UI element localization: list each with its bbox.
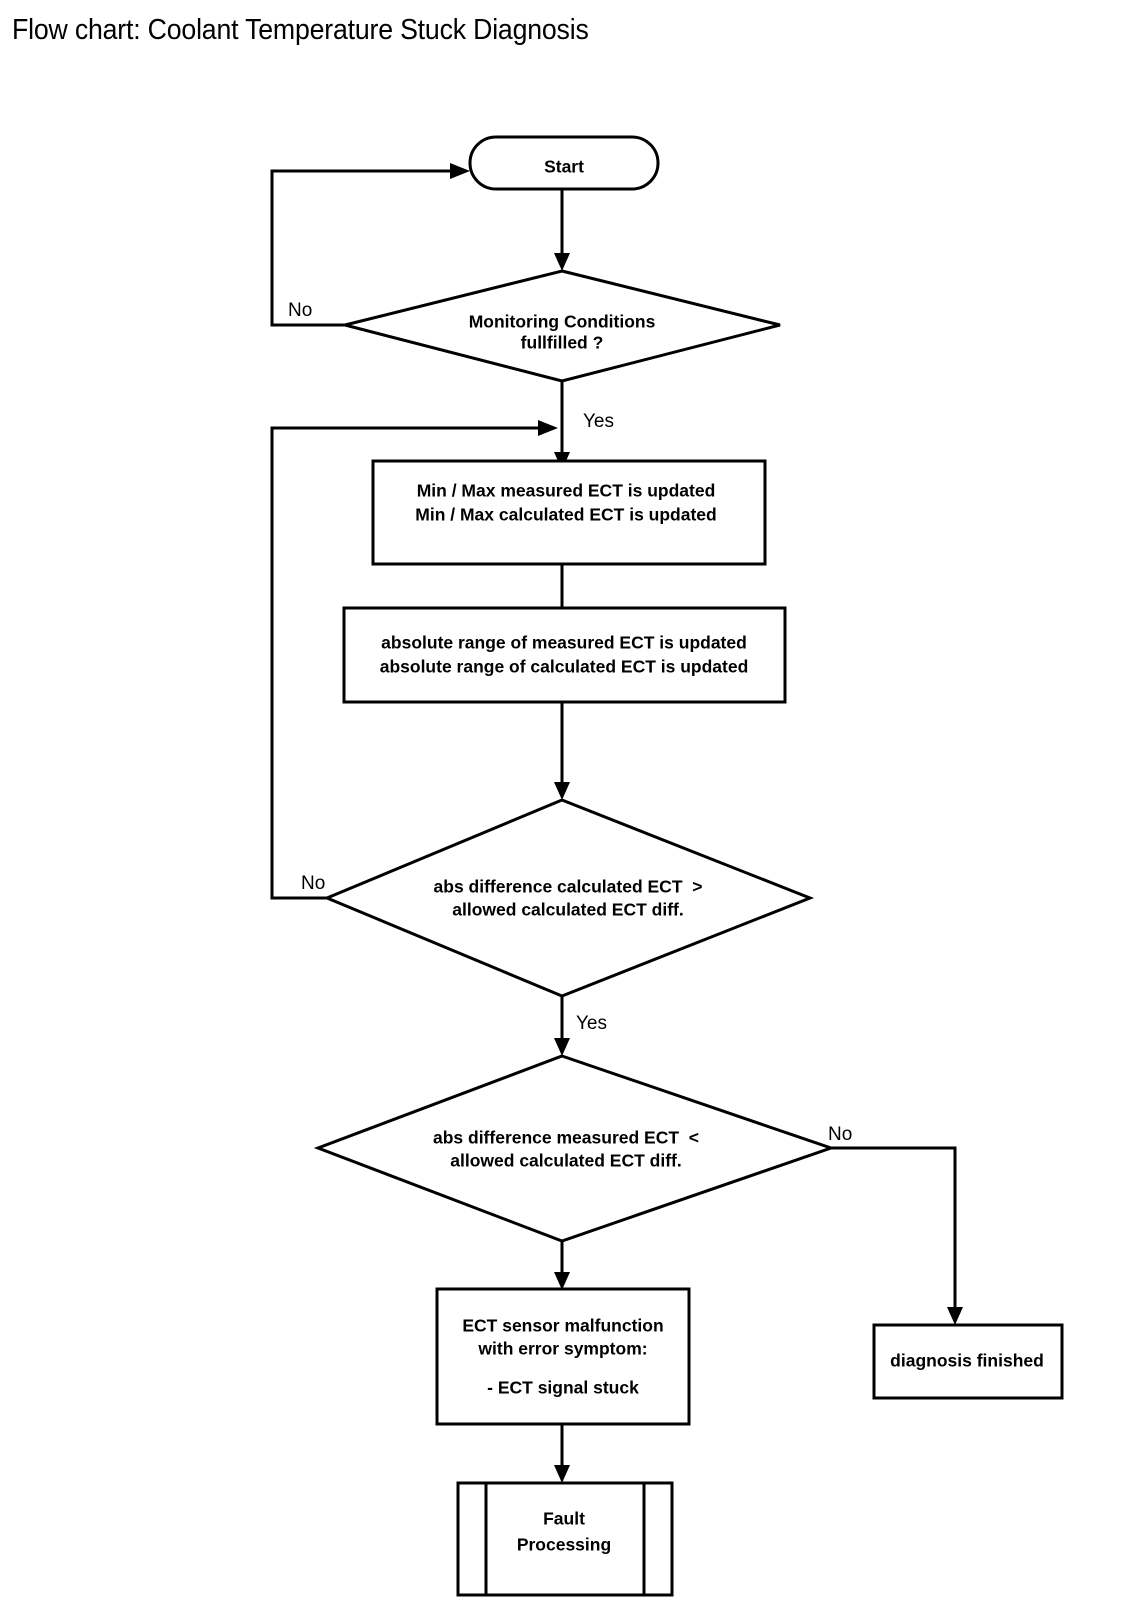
edge-malfunction-to-faultproc	[554, 1424, 570, 1483]
edge-measdiff-no-to-finished	[831, 1146, 963, 1325]
node-absrange-process[interactable]: absolute range of measured ECT is update…	[342, 606, 787, 704]
edge-start-to-monitoring	[554, 189, 570, 271]
node-malfunction-line3: - ECT signal stuck	[487, 1378, 639, 1398]
edge-label-yes-monitoring: Yes	[583, 411, 614, 432]
node-finished-label: diagnosis finished	[890, 1351, 1044, 1371]
node-measdiff-line1: abs difference measured ECT <	[433, 1128, 699, 1148]
node-finished-process[interactable]: diagnosis finished	[872, 1323, 1064, 1400]
node-minmax-line2: Min / Max calculated ECT is updated	[415, 505, 716, 525]
edge-monitoring-no-to-start	[270, 163, 470, 327]
edge-label-yes-calcdiff: Yes	[576, 1013, 607, 1034]
node-calcdiff-line2: allowed calculated ECT diff.	[452, 900, 683, 920]
node-minmax-line1: Min / Max measured ECT is updated	[417, 481, 716, 501]
node-measdiff-line2: allowed calculated ECT diff.	[450, 1151, 681, 1171]
node-start[interactable]: Start	[468, 135, 660, 191]
node-malfunction-line2: with error symptom:	[477, 1339, 647, 1359]
node-start-label: Start	[544, 157, 584, 177]
node-measdiff-decision[interactable]: abs difference measured ECT < allowed ca…	[313, 1054, 836, 1243]
page-title: Flow chart: Coolant Temperature Stuck Di…	[12, 14, 589, 46]
edge-measdiff-to-malfunction	[554, 1241, 570, 1290]
edge-absrange-to-calcdiff	[554, 702, 570, 800]
node-faultproc-predefined-process[interactable]: Fault Processing	[456, 1481, 674, 1597]
edge-monitoring-yes-to-minmax	[554, 381, 570, 470]
edge-label-no-calcdiff: No	[301, 873, 325, 894]
edge-calcdiff-no-to-minmax	[270, 420, 558, 900]
edge-label-no-measdiff: No	[828, 1124, 852, 1145]
node-monitoring-line1: Monitoring Conditions	[469, 312, 656, 332]
node-monitoring-line2: fullfilled ?	[521, 333, 604, 353]
node-malfunction-line1: ECT sensor malfunction	[462, 1316, 663, 1336]
edge-calcdiff-yes-to-measdiff	[554, 996, 570, 1056]
edge-label-no-monitoring: No	[288, 300, 312, 321]
node-absrange-line1: absolute range of measured ECT is update…	[381, 633, 747, 653]
node-minmax-process[interactable]: Min / Max measured ECT is updated Min / …	[371, 459, 767, 566]
node-faultproc-line2: Processing	[517, 1535, 611, 1555]
node-calcdiff-line1: abs difference calculated ECT >	[434, 877, 703, 897]
node-calcdiff-decision[interactable]: abs difference calculated ECT > allowed …	[323, 798, 815, 998]
node-malfunction-process[interactable]: ECT sensor malfunction with error sympto…	[435, 1287, 691, 1426]
node-monitoring-decision[interactable]: Monitoring Conditions fullfilled ?	[344, 269, 781, 383]
node-faultproc-line1: Fault	[543, 1509, 585, 1529]
node-absrange-line2: absolute range of calculated ECT is upda…	[380, 657, 749, 677]
